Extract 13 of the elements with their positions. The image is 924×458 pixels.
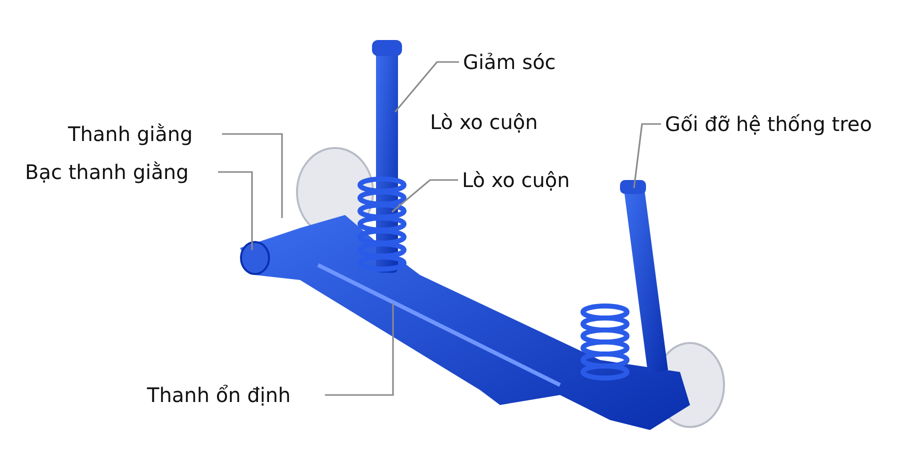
part-label: Lò xo cuộn [462, 168, 570, 192]
leader-line [394, 61, 459, 113]
part-label: Giảm sóc [463, 50, 556, 74]
leader-line [633, 123, 661, 188]
leader-line [325, 303, 394, 396]
part-label: Thanh ổn định [147, 383, 291, 407]
leader-line [391, 179, 458, 213]
part-label: Lò xo cuộn [430, 110, 538, 134]
part-label: Bạc thanh giằng [25, 160, 189, 184]
leader-line [222, 133, 283, 218]
part-label: Thanh giằng [68, 122, 193, 146]
part-label: Gối đỡ hệ thống treo [665, 112, 872, 136]
leader-line [218, 171, 253, 250]
